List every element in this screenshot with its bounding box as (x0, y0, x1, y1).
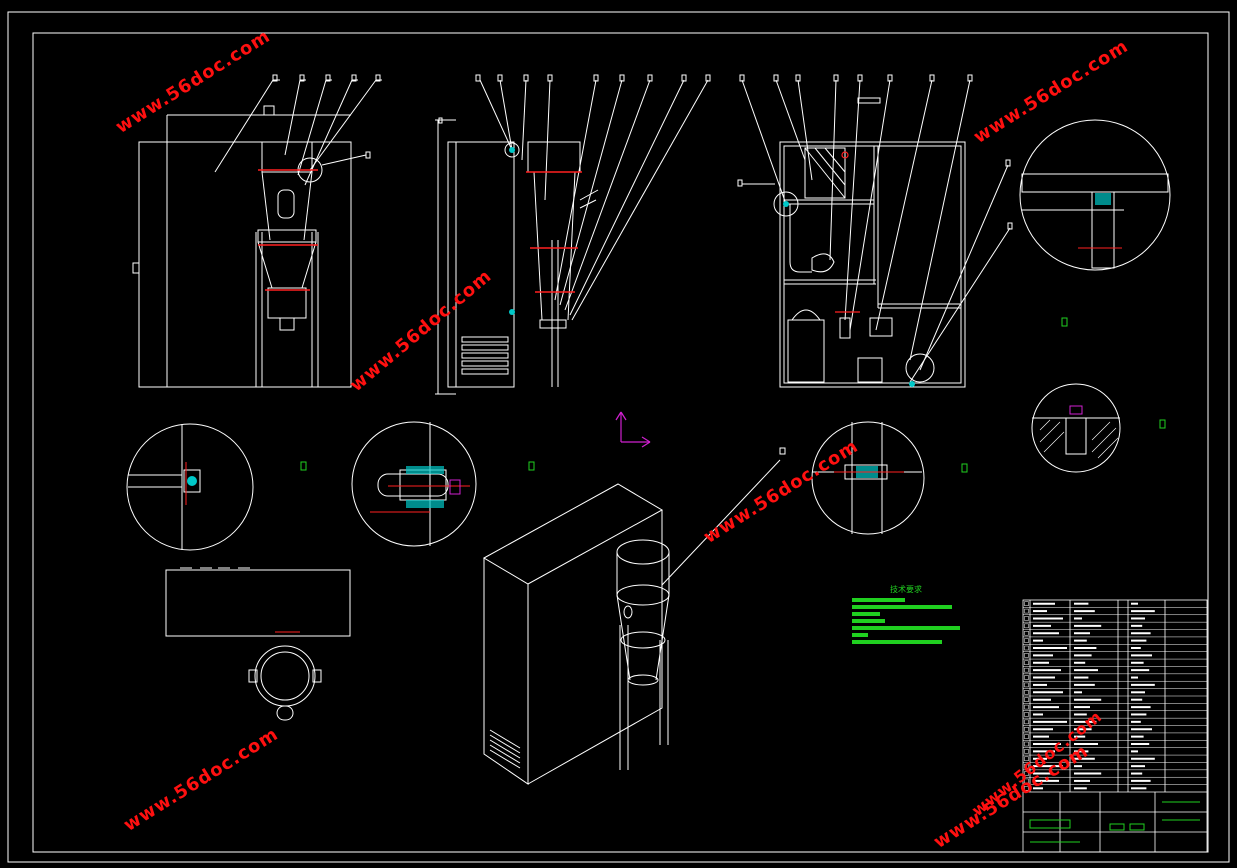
iso-balloon (779, 447, 786, 455)
section-view-centerlines (835, 151, 860, 313)
parts-list-index (1024, 697, 1029, 702)
parts-list-index (1024, 608, 1029, 614)
title-block-green (1029, 801, 1200, 843)
parts-list-index (1024, 756, 1029, 762)
section-label (857, 97, 881, 104)
outer-border (7, 11, 1230, 863)
detail-right-small-hatch (1039, 419, 1119, 459)
parts-list-index (1024, 786, 1029, 791)
tech-notes-lines (852, 598, 960, 644)
parts-list-index (1024, 616, 1029, 621)
detail-left-2 (351, 421, 477, 547)
parts-list-index (1024, 704, 1029, 710)
parts-list-index (1024, 741, 1029, 747)
detail-right-small-mark (1069, 405, 1083, 415)
parts-list-index (1024, 660, 1029, 666)
detail-left-2-centerline (370, 485, 470, 513)
detail-left-1-hatch (187, 476, 197, 486)
parts-list-rows (1023, 601, 1207, 791)
parts-list-index (1024, 675, 1029, 680)
parts-list-index (1024, 601, 1029, 606)
front-view (132, 79, 382, 388)
side-view-centerlines (526, 171, 582, 293)
parts-list-index (1024, 726, 1029, 732)
section-view-balloons (737, 74, 1013, 230)
title-block (1022, 599, 1208, 853)
parts-list-index (1024, 630, 1029, 636)
side-view-balloons (438, 74, 711, 124)
section-view-hatches (783, 201, 915, 387)
parts-list-index (1024, 623, 1029, 629)
parts-list-index (1024, 682, 1029, 688)
bottom-plan-view (165, 567, 351, 721)
detail-markers (300, 317, 1166, 473)
detail-top-right-hatch (1095, 193, 1111, 205)
front-view-centerlines (258, 169, 318, 291)
isometric-view (482, 459, 781, 785)
parts-list-index (1024, 667, 1029, 673)
detail-left-2-hatch (406, 466, 444, 508)
parts-list-index (1024, 749, 1029, 754)
detail-right-small (1031, 383, 1121, 473)
parts-list-index (1024, 645, 1029, 651)
front-view-balloons (272, 74, 381, 159)
side-view-hatches (509, 147, 515, 315)
parts-list-index (1024, 734, 1029, 739)
parts-list-index (1024, 763, 1029, 769)
detail-left-2-ucs (449, 479, 461, 495)
parts-list-index (1024, 712, 1029, 717)
ucs-icon (615, 411, 651, 448)
parts-list-index (1024, 690, 1029, 695)
tech-notes-title: 技术要求 (890, 585, 922, 594)
parts-list-index (1024, 719, 1029, 725)
inner-border (32, 32, 1209, 853)
parts-list-index (1024, 778, 1029, 784)
parts-list-index (1024, 771, 1029, 776)
detail-top-right (1019, 119, 1171, 271)
detail-left-1 (126, 423, 254, 551)
section-view (741, 79, 1011, 388)
parts-list-index (1024, 653, 1029, 658)
side-view (435, 79, 709, 395)
parts-list-index (1024, 638, 1029, 643)
